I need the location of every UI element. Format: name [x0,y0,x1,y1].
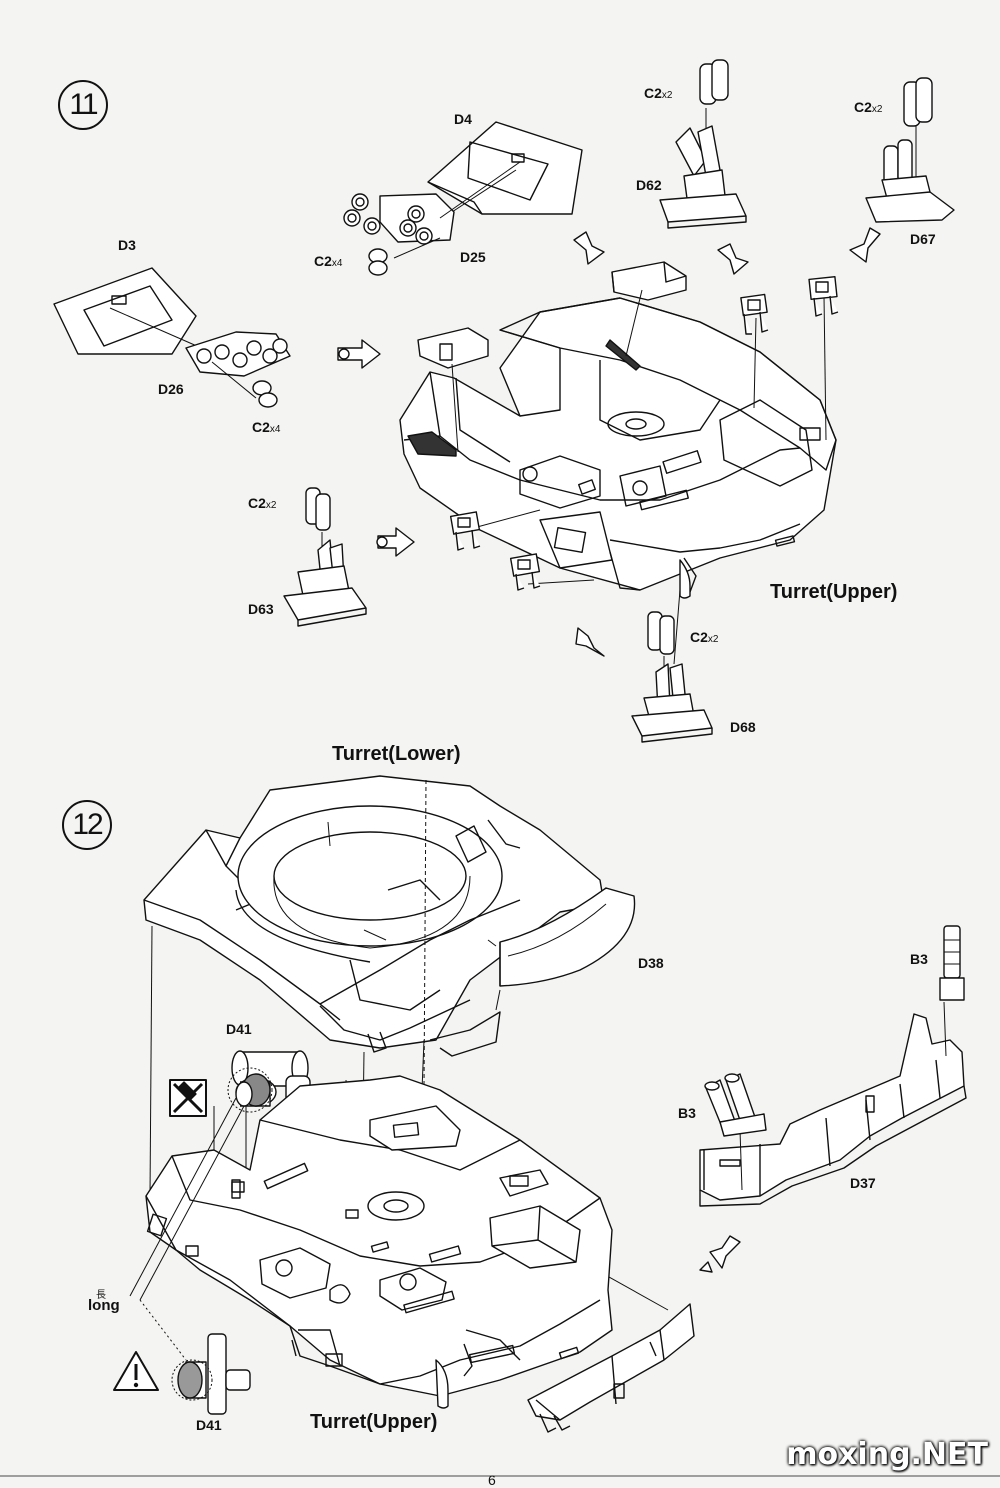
part-d63 [283,487,367,627]
watermark: moxing.NET [786,1437,988,1472]
label-b3-left: B3 [678,1105,696,1121]
part-b3-top [939,925,965,1001]
small-arrows-step11 [573,227,881,657]
arrow-step12-right [699,1235,741,1273]
step-12-marker: 12 [62,800,112,850]
label-d3: D3 [118,237,136,253]
part-d37 [699,1001,967,1207]
title-turret-upper-11: Turret(Upper) [770,581,898,603]
turret-upper-step12 [145,1075,695,1433]
mult-c2-x4-d25: C2x4 [314,253,343,269]
label-d4: D4 [454,111,472,127]
part-d62 [659,59,747,229]
part-d26 [185,331,291,408]
part-d38 [499,887,636,987]
part-d67 [865,77,955,223]
label-d25: D25 [460,249,486,265]
mult-c2-x2-d68: C2x2 [690,629,719,645]
label-d38: D38 [638,955,664,971]
mult-c2-x2-d67: C2x2 [854,99,883,115]
label-d41-top: D41 [226,1021,252,1037]
title-turret-upper-12: Turret(Upper) [310,1411,438,1433]
label-d67: D67 [910,231,936,247]
step-11-marker: 11 [58,80,108,130]
no-glue-icon [169,1079,207,1117]
label-long-cjk: 長 [96,1290,106,1301]
page-number: 6 [488,1472,496,1488]
title-turret-lower: Turret(Lower) [332,743,461,765]
label-d41-bottom: D41 [196,1417,222,1433]
caution-icon [113,1351,159,1391]
part-d25 [343,161,521,276]
part-d41-bottom [129,1097,251,1415]
label-d62: D62 [636,177,662,193]
part-b3-left [704,1073,767,1137]
label-d68: D68 [730,719,756,735]
part-d68 [631,611,713,743]
label-long: long [88,1297,120,1314]
turret-upper-step11 [399,261,837,665]
mult-c2-x2-d63: C2x2 [248,495,277,511]
part-d4 [427,121,583,215]
label-d37: D37 [850,1175,876,1191]
mult-c2-x4-d26: C2x4 [252,419,281,435]
arrow-step11-left [337,339,381,369]
turret-lower [143,775,605,1087]
mult-c2-x2-d62: C2x2 [644,85,673,101]
label-d63: D63 [248,601,274,617]
arrow-step11-d63 [376,527,415,557]
label-b3-top: B3 [910,951,928,967]
label-d26: D26 [158,381,184,397]
small-brackets-step11 [449,275,839,591]
part-d3 [53,267,207,355]
